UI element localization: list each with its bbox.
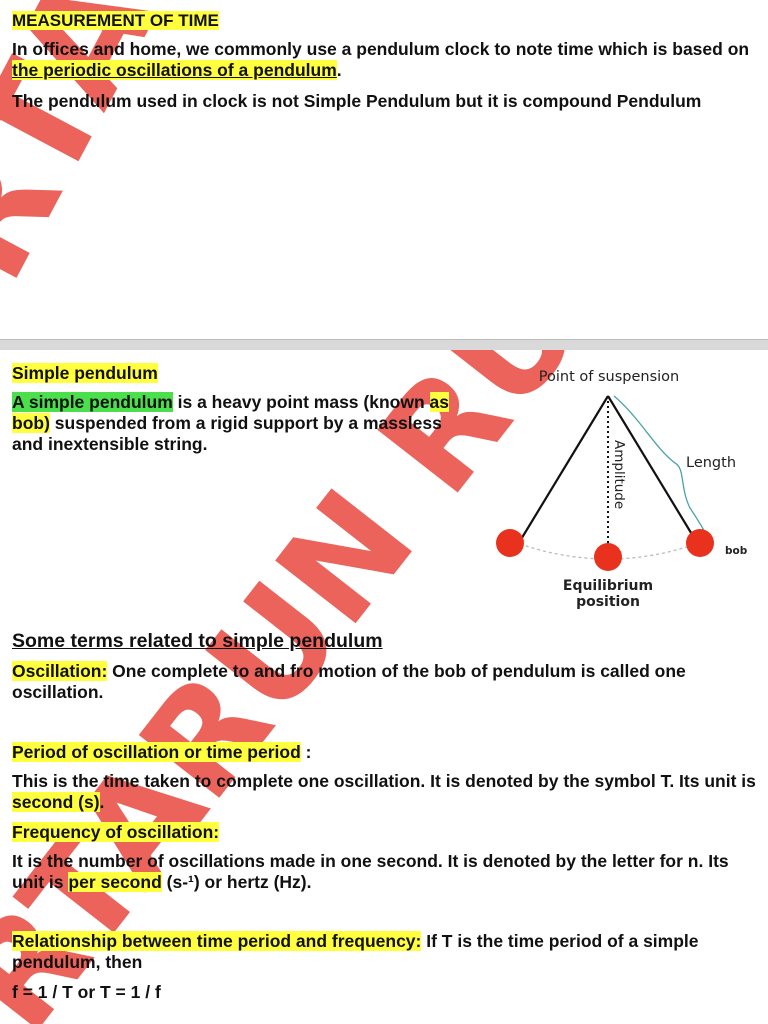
label-position: position	[576, 594, 640, 610]
label-length: Length	[686, 455, 736, 471]
def-part2: suspended from a rigid support by a mass…	[12, 413, 442, 454]
string-left	[519, 395, 609, 542]
pendulum-diagram: Point of suspension Length Amplitude bob…	[496, 369, 748, 610]
relationship-heading: Relationship between time period and fre…	[12, 931, 422, 951]
relationship-line: Relationship between time period and fre…	[12, 931, 752, 973]
paragraph-compound: The pendulum used in clock is not Simple…	[12, 91, 702, 111]
length-brace	[613, 395, 709, 539]
terms-heading: Some terms related to simple pendulum	[12, 630, 383, 652]
top-panel: RTAR MEASUREMENT OF TIME In offices and …	[0, 0, 768, 340]
period-heading-text: Period of oscillation or time period	[12, 742, 301, 762]
label-point-of-suspension: Point of suspension	[539, 369, 679, 385]
simple-pendulum-definition: A simple pendulum is a heavy point mass …	[12, 392, 452, 455]
label-amplitude: Amplitude	[611, 440, 627, 509]
para1-highlight: the periodic oscillations of a pendulum	[12, 60, 337, 80]
para1-end: .	[336, 60, 342, 80]
formula: f = 1 / T or T = 1 / f	[12, 982, 161, 1002]
bottom-panel: RTARUN RU Simple pendulum A simple pendu…	[0, 350, 768, 1024]
period-text: This is the time taken to complete one o…	[12, 771, 756, 791]
def-part1: is a heavy point mass (known	[172, 392, 430, 412]
oscillation-text: One complete to and fro motion of the bo…	[12, 661, 686, 702]
page-heading-measurement: MEASUREMENT OF TIME	[12, 10, 219, 31]
frequency-end: (s-¹) or hertz (Hz).	[161, 872, 312, 892]
bob-center	[594, 543, 622, 571]
frequency-text: It is the number of oscillations made in…	[12, 851, 729, 892]
bob-left	[496, 529, 524, 557]
string-right	[607, 395, 697, 542]
frequency-heading-text: Frequency of oscillation:	[12, 822, 220, 842]
heading-simple-pendulum: Simple pendulum	[12, 363, 158, 384]
oscillation-label: Oscillation:	[12, 661, 108, 681]
label-equilibrium: Equilibrium	[563, 578, 653, 594]
period-unit: second (s)	[12, 792, 100, 812]
para1-text: In offices and home, we commonly use a p…	[12, 39, 750, 59]
swing-arc	[519, 543, 697, 560]
frequency-definition: It is the number of oscillations made in…	[12, 851, 762, 893]
oscillation-definition: Oscillation: One complete to and fro mot…	[12, 661, 752, 703]
frequency-unit: per second	[68, 872, 162, 892]
period-end: .	[99, 792, 105, 812]
relationship-text: If T is the time period of a simple pend…	[12, 931, 699, 972]
bob-right	[686, 529, 714, 557]
paragraph-clock: In offices and home, we commonly use a p…	[12, 39, 762, 81]
period-heading: Period of oscillation or time period :	[12, 742, 312, 763]
heading-text: MEASUREMENT OF TIME	[12, 11, 219, 30]
label-bob: bob	[725, 545, 748, 557]
period-definition: This is the time taken to complete one o…	[12, 771, 762, 813]
period-colon: :	[300, 742, 312, 762]
def-highlight: A simple pendulum	[12, 392, 173, 412]
frequency-heading: Frequency of oscillation:	[12, 822, 220, 843]
heading-simple-text: Simple pendulum	[12, 363, 158, 383]
